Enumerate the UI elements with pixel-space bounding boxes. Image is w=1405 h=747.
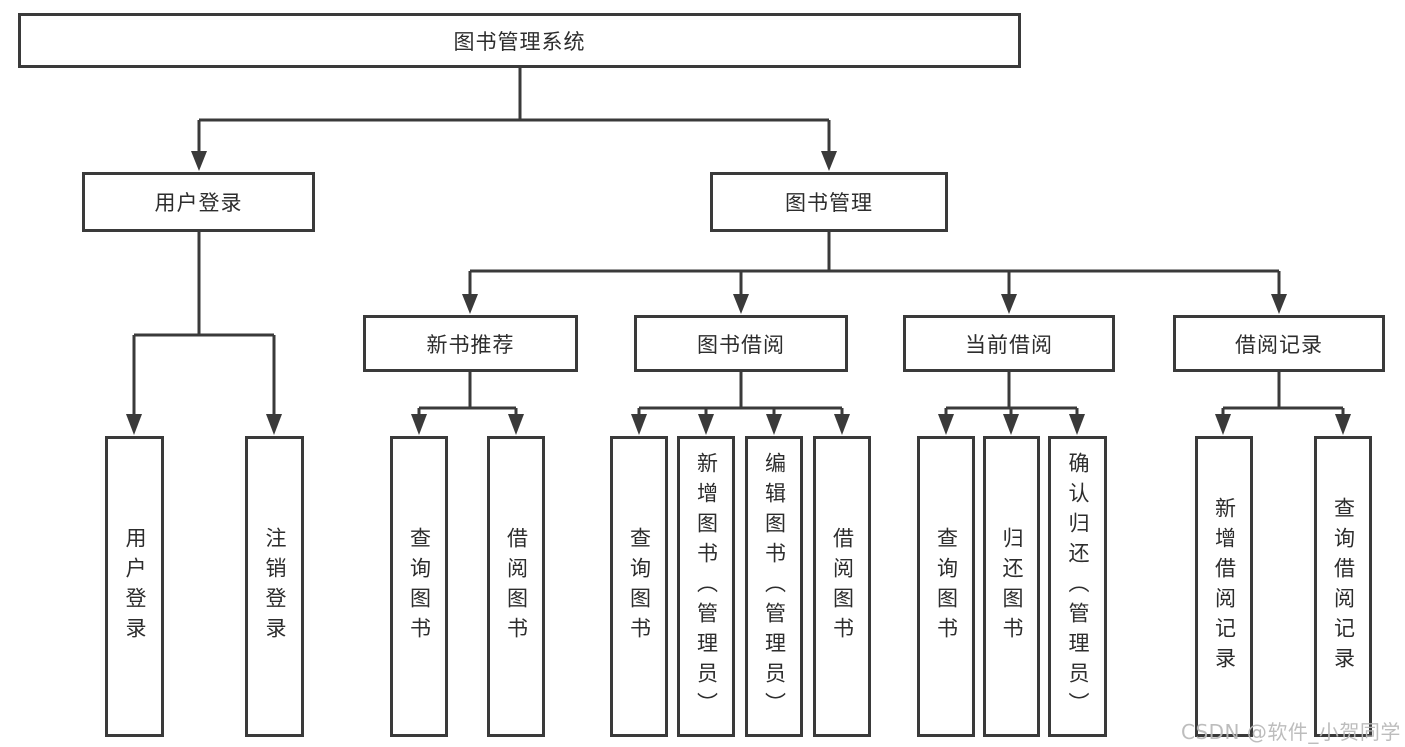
connector-user-login-to-leaves <box>132 232 276 419</box>
node-borrow-records: 借阅记录 <box>1173 315 1385 372</box>
arrow-down-icon <box>1271 294 1287 314</box>
arrow-down-icon <box>1335 414 1351 435</box>
connector-root-to-level2 <box>197 68 831 155</box>
leaf-query-books-current: 查询图书 <box>917 436 975 737</box>
arrow-down-icon <box>411 414 427 435</box>
arrow-down-icon <box>191 151 207 171</box>
arrow-down-icon <box>1003 414 1019 435</box>
connector-new-book-recommend-to-leaves <box>417 372 518 419</box>
leaf-borrow-books: 借阅图书 <box>813 436 871 737</box>
leaf-return-books: 归还图书 <box>983 436 1040 737</box>
arrow-down-icon <box>266 414 282 435</box>
arrow-down-icon <box>938 414 954 435</box>
arrow-down-icon <box>733 294 749 314</box>
node-new-book-recommend: 新书推荐 <box>363 315 578 372</box>
node-book-management: 图书管理 <box>710 172 948 232</box>
arrow-down-icon <box>766 414 782 435</box>
csdn-watermark: CSDN @软件_小贺同学 <box>1181 720 1401 744</box>
arrow-down-icon <box>1001 294 1017 314</box>
leaf-logout: 注销登录 <box>245 436 304 737</box>
leaf-user-login: 用户登录 <box>105 436 164 737</box>
leaf-query-books-borrow: 查询图书 <box>610 436 668 737</box>
node-current-borrow: 当前借阅 <box>903 315 1115 372</box>
connector-current-borrow-to-leaves <box>944 372 1079 419</box>
leaf-query-borrow-record: 查询借阅记录 <box>1314 436 1372 737</box>
leaf-add-books-admin: 新增图书（管理员） <box>677 436 735 737</box>
leaf-query-books-recommend: 查询图书 <box>390 436 448 737</box>
leaf-add-borrow-record: 新增借阅记录 <box>1195 436 1253 737</box>
arrow-down-icon <box>821 151 837 171</box>
arrow-down-icon <box>1215 414 1231 435</box>
arrow-down-icon <box>834 414 850 435</box>
arrow-down-icon <box>508 414 524 435</box>
connector-borrow-records-to-leaves <box>1221 372 1345 419</box>
node-root-system: 图书管理系统 <box>18 13 1021 68</box>
connector-book-management-to-level3 <box>468 232 1281 298</box>
arrow-down-icon <box>698 414 714 435</box>
leaf-edit-books-admin: 编辑图书（管理员） <box>745 436 803 737</box>
node-user-login: 用户登录 <box>82 172 315 232</box>
leaf-borrow-books-recommend: 借阅图书 <box>487 436 545 737</box>
connector-book-borrow-to-leaves <box>637 372 844 419</box>
arrow-down-icon <box>462 294 478 314</box>
node-book-borrow: 图书借阅 <box>634 315 848 372</box>
leaf-confirm-return-admin: 确认归还（管理员） <box>1048 436 1107 737</box>
arrow-down-icon <box>1069 414 1085 435</box>
arrowheads <box>126 151 1351 435</box>
arrow-down-icon <box>631 414 647 435</box>
arrow-down-icon <box>126 414 142 435</box>
